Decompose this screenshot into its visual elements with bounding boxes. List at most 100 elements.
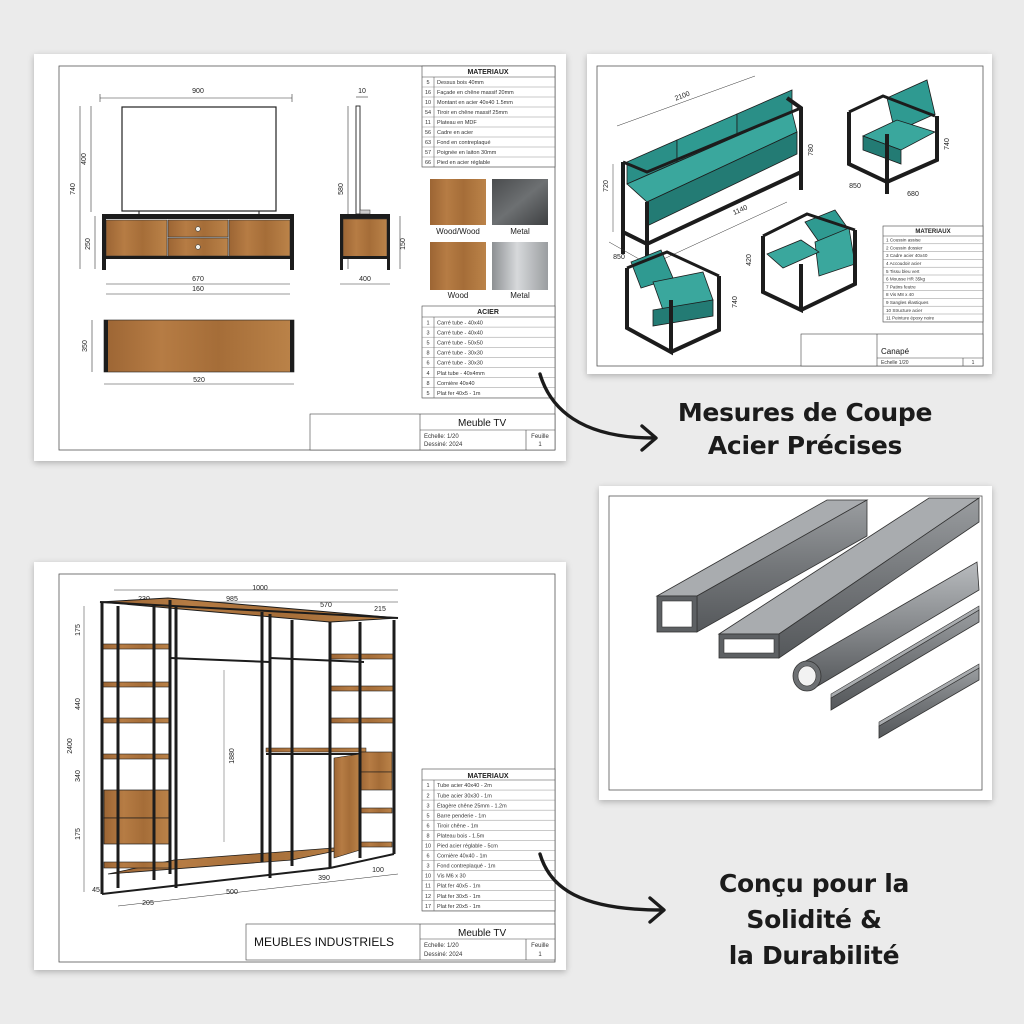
sofa-title: Canapé xyxy=(881,347,910,356)
dim-top-width: 900 xyxy=(192,88,204,95)
dim-right-height: 150 xyxy=(400,238,407,250)
swatch-metal-dark xyxy=(492,179,548,225)
wardrobe-title-sub2: Dessiné: 2024 xyxy=(424,952,463,958)
armchair-middle xyxy=(761,209,857,314)
sofa-materials-row-text: 9 Sangles élastiques xyxy=(886,300,929,305)
dim-h-left4: 340 xyxy=(75,770,82,782)
wardrobe-materials-title: MATERIAUX xyxy=(467,773,508,780)
wardrobe-illustration xyxy=(99,597,399,895)
swatch-wood-1 xyxy=(430,179,486,225)
tv-steel-row-text: Carré tube - 30x30 xyxy=(437,361,483,367)
wardrobe-materials-row-num: 1 xyxy=(426,783,429,789)
dim-total-height: 740 xyxy=(70,183,77,195)
dim-h-left3: 2400 xyxy=(67,738,74,754)
dim-h-inner: 1880 xyxy=(229,748,236,764)
sofa-title-sub: Echelle 1/20 xyxy=(881,360,909,366)
wardrobe-left-title: MEUBLES INDUSTRIELS xyxy=(254,935,394,949)
wardrobe-materials-row-text: Tube acier 40x40 - 2m xyxy=(437,783,492,789)
tv-steel-row-text: Carré tube - 50x50 xyxy=(437,340,483,346)
tv-materials-row-num: 11 xyxy=(425,120,431,126)
tv-materials-row-text: Tiroir en chêne massif 25mm xyxy=(437,110,508,116)
wardrobe-materials-row-text: Vis M6 x 30 xyxy=(437,874,466,880)
dim-chair-depth: 680 xyxy=(907,191,919,198)
tv-title-block: Meuble TV Echelle: 1/20 Dessiné: 2024 Fe… xyxy=(309,413,556,451)
flat-bar-profile-1 xyxy=(830,605,980,711)
tv-materials-row-text: Dessus bois 40mm xyxy=(437,80,484,86)
wardrobe-drawing-sheet: 1000 230 985 570 215 175 440 2400 340 17… xyxy=(34,562,566,970)
tv-materials-row-text: Façade en chêne massif 20mm xyxy=(437,90,514,96)
tv-steel-row-num: 6 xyxy=(426,361,429,367)
wardrobe-materials-row-text: Pied acier réglable - 5cm xyxy=(437,844,498,850)
tv-materials-row-num: 57 xyxy=(425,150,431,156)
dim-w4: 215 xyxy=(374,606,386,613)
tv-steel-row-text: Carré tube - 30x30 xyxy=(437,351,483,357)
wardrobe-materials-row-num: 10 xyxy=(425,874,431,880)
wardrobe-title-sub1: Echelle: 1/20 xyxy=(424,943,459,949)
sofa-title-block: Canapé Echelle 1/20 1 xyxy=(800,333,984,367)
dim-base-width-2: 160 xyxy=(192,286,204,293)
tv-materials-row-num: 54 xyxy=(425,110,431,116)
wardrobe-materials-row-text: Étagère chêne 25mm - 1.2m xyxy=(437,802,507,809)
square-tube-profile xyxy=(655,499,869,633)
dim-total-width: 1000 xyxy=(252,585,268,592)
caption-top-line1: Mesures de Coupe xyxy=(677,398,933,427)
tv-steel-row-num: 8 xyxy=(426,381,429,387)
tv-title-sub2: Dessiné: 2024 xyxy=(424,442,463,448)
tv-materials-row-num: 16 xyxy=(425,90,431,96)
tv-steel-row-num: 5 xyxy=(426,391,429,397)
swatch-label-1: Wood/Wood xyxy=(436,227,480,236)
dim-sofa-length: 1140 xyxy=(732,204,749,217)
swatch-label-3: Wood xyxy=(448,291,469,300)
sofa-drawing-sheet: 2100 720 850 1140 780 740 850 680 xyxy=(587,54,992,374)
dim-chair-width: 850 xyxy=(849,183,861,190)
dim-side-top: 10 xyxy=(358,88,366,95)
dim-base-width-1: 670 xyxy=(192,276,204,283)
wardrobe-materials-row-text: Plat fer 20x5 - 1m xyxy=(437,904,481,910)
wardrobe-materials-row-text: Plat fer 40x5 - 1m xyxy=(437,884,481,890)
dim-w2: 985 xyxy=(226,596,238,603)
rectangular-tube-profile xyxy=(717,497,981,659)
steel-profiles-sheet xyxy=(599,486,992,800)
wardrobe-materials-row-text: Plat fer 30x5 - 1m xyxy=(437,894,481,900)
caption-bottom-line3: la Durabilité xyxy=(728,941,900,970)
tv-materials-row-num: 5 xyxy=(426,80,429,86)
tv-materials-row-num: 66 xyxy=(425,160,431,166)
wardrobe-materials-row-num: 3 xyxy=(426,864,429,870)
wardrobe-materials-row-num: 8 xyxy=(426,833,429,839)
dim-side-height: 580 xyxy=(338,183,345,195)
caption-top-line2: Acier Précises xyxy=(707,431,903,460)
tv-materials-row-text: Montant en acier 40x40 1.5mm xyxy=(437,100,513,106)
curved-arrow-icon xyxy=(538,372,658,452)
wardrobe-materials-row-text: Tiroir chêne - 1m xyxy=(437,823,479,829)
tv-unit-drawing-sheet: 900 400 740 250 670 160 10 580 xyxy=(34,54,566,461)
tv-materials-row-num: 10 xyxy=(425,100,431,106)
dim-base2: 500 xyxy=(226,889,238,896)
dim-body-height: 250 xyxy=(85,238,92,250)
wardrobe-materials-row-num: 6 xyxy=(426,854,429,860)
tv-steel-row-num: 8 xyxy=(426,351,429,357)
wardrobe-materials-row-num: 11 xyxy=(425,884,431,890)
dim-plan-depth: 350 xyxy=(82,340,89,352)
sofa-materials-row-text: 3 Cadre acier 40x40 xyxy=(886,253,928,258)
wardrobe-materials-row-num: 12 xyxy=(425,894,431,900)
sofa-materials-row-text: 11 Peinture époxy noire xyxy=(886,316,935,321)
sofa-materials-row-text: 4 Accoudoir acier xyxy=(886,261,922,266)
dim-sofa-side: 780 xyxy=(808,144,815,156)
dim-sofa-depth: 850 xyxy=(613,254,625,261)
tv-steel-row-num: 3 xyxy=(426,330,429,336)
wardrobe-materials-row-num: 6 xyxy=(426,823,429,829)
sofa-materials-row-text: 2 Coussin dossier xyxy=(886,245,923,250)
curved-arrow-icon xyxy=(538,852,666,924)
dim-depth: 45 xyxy=(92,887,100,894)
sofa-materials-title: MATERIAUX xyxy=(915,229,950,235)
dim-base1: 205 xyxy=(142,900,154,907)
dim-base3: 390 xyxy=(318,875,330,882)
round-tube-profile xyxy=(792,561,980,692)
swatch-label-2: Metal xyxy=(510,227,530,236)
tv-materials-row-num: 56 xyxy=(425,130,431,136)
tv-materials-row-text: Pied en acier réglable xyxy=(437,160,490,166)
caption-bottom-line2: Solidité & xyxy=(746,905,882,934)
